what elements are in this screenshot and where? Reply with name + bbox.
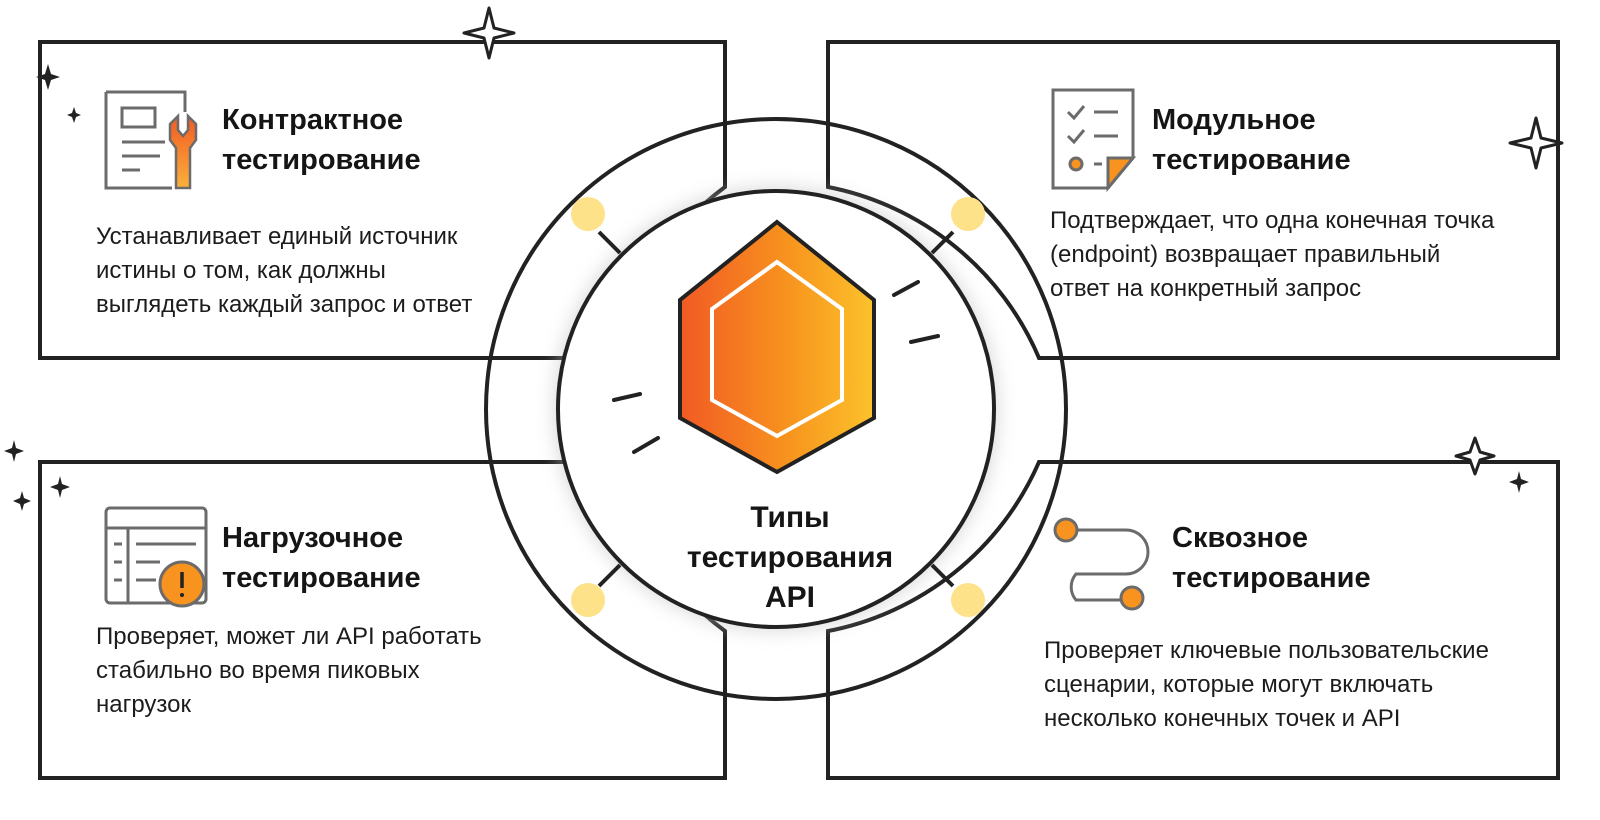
motion-dashes bbox=[612, 280, 940, 454]
desc-line: Проверяет ключевые пользовательские bbox=[1044, 637, 1489, 664]
title-line: Контрактное bbox=[222, 104, 404, 136]
desc-line: (endpoint) возвращает правильный bbox=[1050, 241, 1441, 268]
desc-line: истины о том, как должны bbox=[96, 257, 386, 284]
desc-line: выглядеть каждый запрос и ответ bbox=[96, 291, 473, 318]
card-e2e-frame bbox=[826, 460, 1560, 780]
card-load-title: Нагрузочное тестирование bbox=[222, 518, 421, 598]
center-title: Типы тестирования API bbox=[640, 498, 940, 618]
card-contract-title: Контрактное тестирование bbox=[222, 100, 421, 180]
card-load-description: Проверяет, может ли API работать стабиль… bbox=[96, 620, 482, 722]
title-line: тестирование bbox=[1172, 562, 1371, 594]
desc-line: Устанавливает единый источник bbox=[96, 223, 458, 250]
sparkle-icons bbox=[462, 6, 1564, 476]
title-line: Сквозное bbox=[1172, 522, 1309, 554]
card-unit-frame bbox=[826, 40, 1560, 360]
desc-line: Проверяет, может ли API работать bbox=[96, 623, 482, 650]
desc-line: нагрузок bbox=[96, 691, 192, 718]
card-unit-description: Подтверждает, что одна конечная точка (e… bbox=[1050, 204, 1494, 306]
table-warning-icon bbox=[104, 506, 208, 608]
small-sparkle-icons bbox=[4, 64, 1529, 511]
desc-line: ответ на конкретный запрос bbox=[1050, 275, 1362, 302]
title-line: Модульное bbox=[1152, 104, 1316, 136]
hexagon-icon bbox=[678, 219, 876, 475]
desc-line: сценарии, которые могут включать bbox=[1044, 671, 1434, 698]
title-line: тестирование bbox=[1152, 144, 1351, 176]
center-title-line: тестирования bbox=[686, 541, 894, 574]
path-route-icon bbox=[1053, 517, 1150, 611]
title-line: тестирование bbox=[222, 562, 421, 594]
checklist-icon bbox=[1051, 88, 1137, 193]
ring-connectors bbox=[597, 230, 955, 588]
card-contract-description: Устанавливает единый источник истины о т… bbox=[96, 220, 472, 322]
center-title-line: API bbox=[764, 581, 815, 614]
card-e2e-title: Сквозное тестирование bbox=[1172, 518, 1371, 598]
desc-line: несколько конечных точек и API bbox=[1044, 705, 1401, 732]
card-unit-title: Модульное тестирование bbox=[1152, 100, 1351, 180]
card-e2e-description: Проверяет ключевые пользовательские сцен… bbox=[1044, 634, 1489, 736]
ring-dots bbox=[571, 197, 985, 617]
desc-line: стабильно во время пиковых bbox=[96, 657, 420, 684]
document-wrench-icon bbox=[104, 90, 198, 190]
title-line: тестирование bbox=[222, 144, 421, 176]
title-line: Нагрузочное bbox=[222, 522, 404, 554]
outer-ring bbox=[484, 117, 1068, 701]
center-title-line: Типы bbox=[750, 501, 830, 534]
desc-line: Подтверждает, что одна конечная точка bbox=[1050, 207, 1495, 234]
